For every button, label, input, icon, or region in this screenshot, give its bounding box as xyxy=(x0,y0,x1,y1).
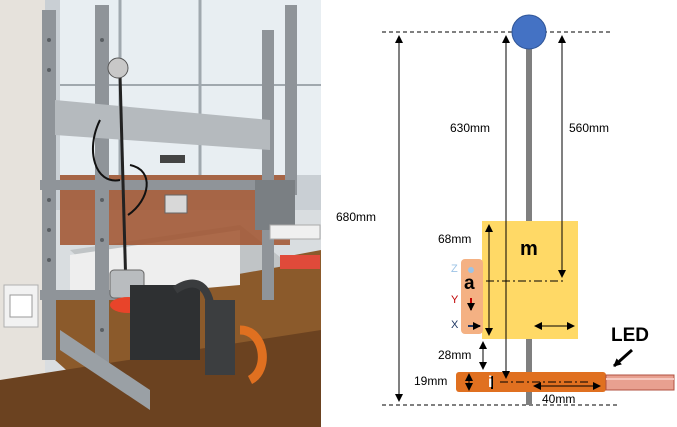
label-axis-y: Y xyxy=(451,294,459,306)
label-mass-symbol: m xyxy=(520,238,538,260)
led-pointer-arrow xyxy=(613,348,633,368)
label-led: LED xyxy=(611,325,649,346)
label-ball-height: 630mm xyxy=(450,121,491,135)
label-axis-x: X xyxy=(451,319,459,331)
led-tube xyxy=(605,374,675,391)
label-axis-z: Z xyxy=(451,263,458,275)
label-base-height: 19mm xyxy=(414,374,448,388)
top-ball xyxy=(511,14,547,50)
accelerometer xyxy=(461,259,483,334)
label-mass-height: 68mm xyxy=(438,232,472,246)
z-axis-dot xyxy=(468,267,474,273)
label-mass-center-height: 560mm xyxy=(569,121,610,135)
label-total-height: 680mm xyxy=(336,210,377,224)
label-imu-symbol: i xyxy=(488,374,493,391)
label-base-length: 40mm xyxy=(542,392,576,406)
rig-photo xyxy=(0,0,321,427)
label-accel-symbol: a xyxy=(464,273,475,294)
label-gap-height: 28mm xyxy=(438,348,472,362)
